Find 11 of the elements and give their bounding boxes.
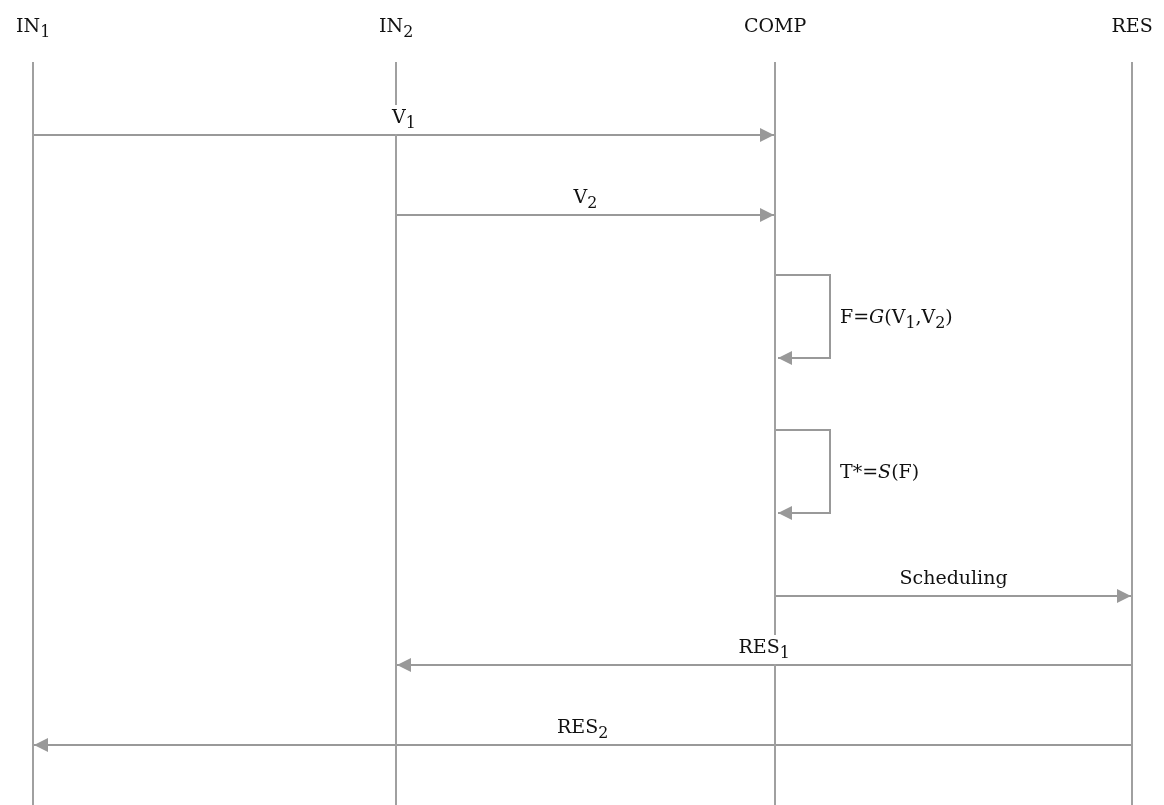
participant-label: COMP bbox=[744, 14, 807, 36]
message-arrow bbox=[396, 658, 1133, 672]
message-arrow bbox=[395, 208, 775, 222]
participant-label: IN$_{1}$ bbox=[16, 14, 51, 41]
message-arrow bbox=[33, 738, 1133, 752]
participant-label: IN$_{2}$ bbox=[379, 14, 414, 41]
participant-label: RES bbox=[1111, 14, 1153, 36]
message-arrow bbox=[32, 128, 775, 142]
message-arrow bbox=[774, 589, 1132, 603]
self-message-arrow bbox=[775, 274, 831, 365]
self-message-arrow bbox=[775, 429, 831, 520]
